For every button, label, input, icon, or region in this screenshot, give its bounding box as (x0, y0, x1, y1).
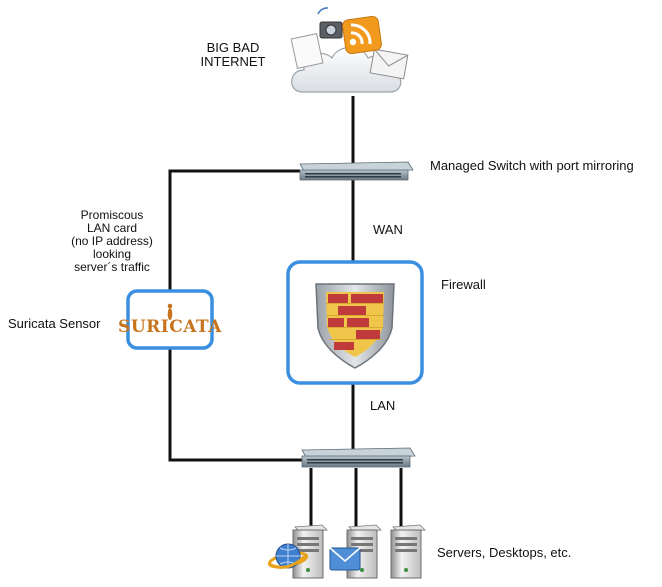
mirror-port-link (168, 169, 300, 291)
rss-feed-icon (342, 15, 382, 55)
sensor-to-lower-switch-link (168, 348, 302, 462)
suricata-sensor-node: SURICATA (118, 289, 222, 350)
internet-label-line-2: INTERNET (200, 54, 266, 69)
wan-label: WAN (373, 222, 403, 237)
document-icon (290, 33, 324, 69)
server-tower-1-icon (292, 524, 328, 579)
lan-switch-icon (301, 447, 416, 468)
sensor-note-line: (no IP address) (71, 234, 153, 248)
internet-cloud-icon (290, 7, 409, 93)
internet-label-line-1: BIG BAD (206, 40, 260, 55)
lan-label: LAN (370, 398, 396, 413)
managed-switch-label: Managed Switch with port mirroring (430, 158, 634, 173)
servers-label: Servers, Desktops, etc. (437, 545, 572, 560)
sensor-note-line: server´s traffic (74, 260, 150, 274)
mail-icon (329, 547, 361, 571)
sensor-note-line: Promiscous (80, 208, 144, 222)
sensor-note: Promiscous LAN card (no IP address) look… (56, 209, 168, 274)
meerkat-icon (167, 303, 173, 320)
server-tower-3-icon (390, 524, 426, 579)
connection-lines (168, 96, 403, 530)
suricata-logo-text: SURICATA (118, 317, 222, 337)
suricata-sensor-label: Suricata Sensor (8, 316, 101, 331)
firewall-label: Firewall (441, 277, 486, 292)
firewall-node (286, 260, 424, 385)
camera-icon (317, 7, 343, 39)
internet-label: BIG BAD INTERNET (190, 41, 276, 69)
managed-switch-top-icon (299, 161, 414, 181)
sensor-note-line: LAN card (86, 221, 138, 235)
envelope-icon (369, 48, 409, 80)
sensor-note-line: looking (92, 247, 132, 261)
globe-icon (267, 543, 309, 569)
firewall-shield-icon (315, 283, 395, 369)
